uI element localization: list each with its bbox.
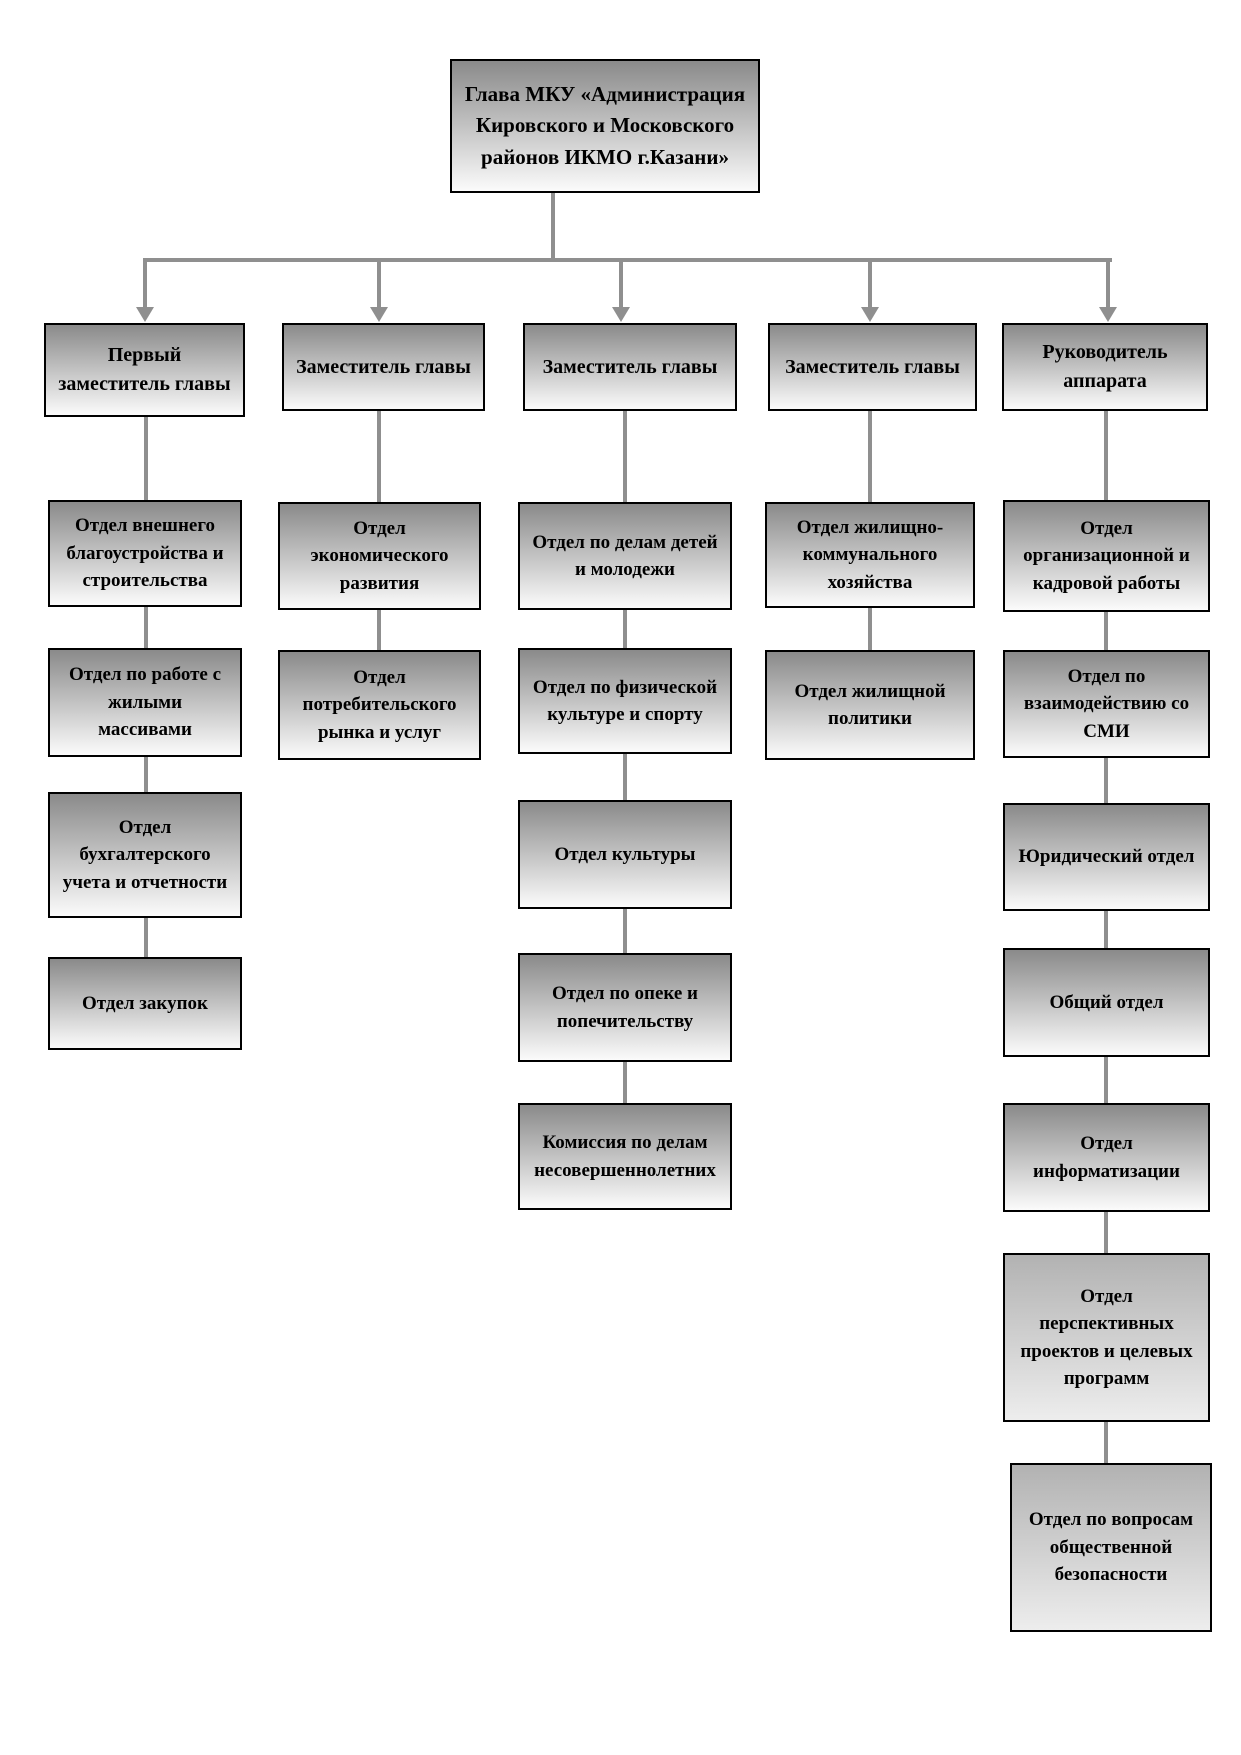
connector-line [377, 610, 381, 650]
dept-box: Отдел организационной и кадровой работы [1003, 500, 1210, 612]
dept-box: Отдел бухгалтерского учета и отчетности [48, 792, 242, 918]
connector-line [1104, 1057, 1108, 1103]
connector-stem [868, 258, 872, 307]
dept-box: Отдел информатизации [1003, 1103, 1210, 1212]
connector-line [1104, 612, 1108, 650]
connector-line [623, 1062, 627, 1103]
connector-line [144, 757, 148, 792]
down-arrowhead-icon [136, 307, 154, 322]
dept-box: Общий отдел [1003, 948, 1210, 1057]
down-arrowhead-icon [861, 307, 879, 322]
dept-box: Отдел потребительского рынка и услуг [278, 650, 481, 760]
connector-line [1104, 911, 1108, 948]
down-arrowhead-icon [612, 307, 630, 322]
dept-box: Отдел по делам детей и молодежи [518, 502, 732, 610]
head-box-chief-of-staff: Руководитель аппарата [1002, 323, 1208, 411]
root-box: Глава МКУ «Администрация Кировского и Мо… [450, 59, 760, 193]
head-box-deputy-2: Заместитель главы [282, 323, 485, 411]
dept-box: Отдел по взаимодействию со СМИ [1003, 650, 1210, 758]
connector-line [868, 608, 872, 650]
connector-line [623, 754, 627, 800]
dept-box: Отдел культуры [518, 800, 732, 909]
connector-line [1104, 411, 1108, 500]
connector-line [1104, 1422, 1108, 1463]
connector-line [144, 417, 148, 500]
connector-stem [377, 258, 381, 307]
down-arrowhead-icon [370, 307, 388, 322]
connector-line [1104, 1212, 1108, 1253]
connector-line [144, 918, 148, 957]
connector-stem [143, 258, 147, 307]
connector-line [868, 411, 872, 502]
dept-box: Комиссия по делам несовершеннолетних [518, 1103, 732, 1210]
dept-box: Отдел перспективных проектов и целевых п… [1003, 1253, 1210, 1422]
head-box-first-deputy: Первый заместитель главы [44, 323, 245, 417]
dept-box: Отдел экономического развития [278, 502, 481, 610]
head-box-deputy-3: Заместитель главы [523, 323, 737, 411]
head-box-deputy-4: Заместитель главы [768, 323, 977, 411]
connector-line [623, 909, 627, 953]
dept-box: Отдел по вопросам общественной безопасно… [1010, 1463, 1212, 1632]
dept-box: Отдел по физической культуре и спорту [518, 648, 732, 754]
dept-box: Отдел по работе с жилыми массивами [48, 648, 242, 757]
connector-line [623, 411, 627, 502]
dept-box: Юридический отдел [1003, 803, 1210, 911]
down-arrowhead-icon [1099, 307, 1117, 322]
connector-line [377, 411, 381, 502]
connector-root-stem [551, 193, 555, 260]
dept-box: Отдел по опеке и попечительству [518, 953, 732, 1062]
connector-bus [143, 258, 1112, 262]
connector-line [144, 607, 148, 648]
connector-line [1104, 758, 1108, 803]
connector-stem [619, 258, 623, 307]
connector-stem [1106, 258, 1110, 307]
dept-box: Отдел внешнего благоустройства и строите… [48, 500, 242, 607]
dept-box: Отдел жилищно-коммунального хозяйства [765, 502, 975, 608]
dept-box: Отдел жилищной политики [765, 650, 975, 760]
dept-box: Отдел закупок [48, 957, 242, 1050]
connector-line [623, 610, 627, 648]
